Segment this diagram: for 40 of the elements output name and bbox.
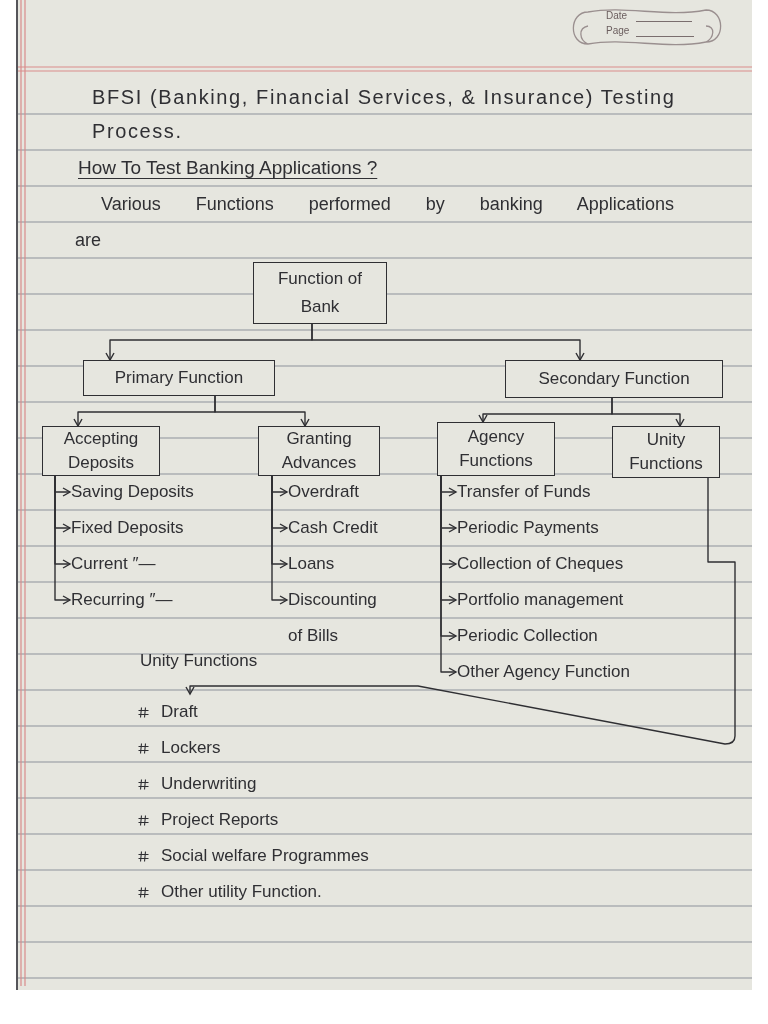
function-box: Granting Advances [258, 426, 380, 476]
list-item: Saving Deposits [71, 477, 194, 507]
field-label: Date [606, 10, 628, 22]
function-box: Primary Function [83, 360, 275, 396]
connector-arrow [214, 395, 310, 427]
list-item: Fixed Deposits [71, 513, 184, 543]
list-item: Cash Credit [288, 513, 378, 543]
function-box: Secondary Function [505, 360, 723, 398]
connector-arrow [271, 475, 288, 605]
list-item: Underwriting [161, 773, 257, 795]
list-heading: Unity Functions [140, 650, 258, 672]
connector-arrow [611, 397, 685, 427]
list-item: Draft [161, 701, 198, 723]
list-item: Loans [288, 549, 335, 579]
list-item: Current ″— [71, 549, 156, 579]
field-label: Page [606, 25, 630, 37]
list-item: Social welfare Programmes [161, 845, 369, 867]
connector-arrow [311, 323, 585, 361]
list-item: Other Agency Function [457, 657, 630, 687]
connector-arrow [54, 475, 71, 605]
list-item: Lockers [161, 737, 221, 759]
function-box: Agency Functions [437, 422, 555, 476]
function-box: Accepting Deposits [42, 426, 160, 476]
connector-arrow [440, 475, 457, 677]
function-box: Unity Functions [612, 426, 720, 478]
list-item: Periodic Payments [457, 513, 599, 543]
intro-text: Various Functions performed by banking Applications are [75, 193, 675, 252]
list-item: Project Reports [161, 809, 279, 831]
function-box: Function of Bank [253, 262, 387, 324]
list-item: Discounting of Bills [288, 582, 388, 654]
list-item: Overdraft [288, 477, 359, 507]
list-item: Portfolio management [457, 585, 624, 615]
list-item: Transfer of Funds [457, 477, 591, 507]
page-title: BFSI (Banking, Financial Services, & Insurance) Testing Process. [92, 85, 677, 144]
section-heading: How To Test Banking Applications ? [78, 156, 378, 180]
list-item: Recurring ″— [71, 585, 173, 615]
connector-arrow [185, 477, 736, 745]
list-item: Other utility Function. [161, 881, 322, 903]
list-item: Periodic Collection [457, 621, 598, 651]
list-item: Collection of Cheques [457, 549, 624, 579]
